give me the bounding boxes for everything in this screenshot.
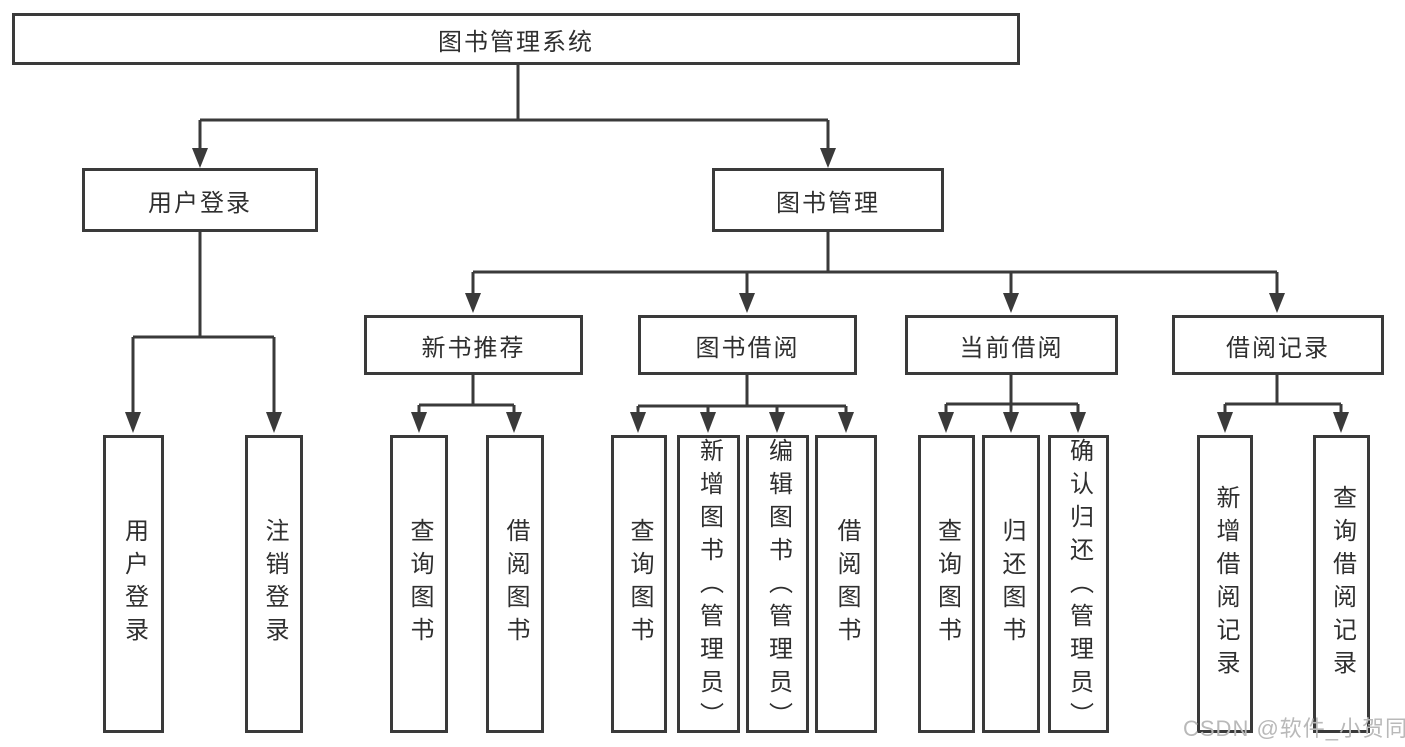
node-borrow-records: 借阅记录 [1172, 315, 1384, 375]
node-book-borrow: 图书借阅 [638, 315, 857, 375]
leaf-cb-confirm-return-admin: 确认归还（管理员） [1048, 435, 1109, 735]
connector-current-borrow-to-leaves [938, 375, 1086, 433]
leaf-bb-add-books-admin: 新增图书（管理员） [677, 435, 740, 735]
leaf-bb-borrow-books: 借阅图书 [815, 435, 877, 733]
leaf-bb-edit-books-admin: 编辑图书（管理员） [746, 435, 809, 735]
node-root-system: 图书管理系统 [12, 13, 1020, 65]
leaf-logout: 注销登录 [245, 435, 303, 733]
node-book-management: 图书管理 [712, 168, 944, 232]
leaf-br-query-record: 查询借阅记录 [1313, 435, 1370, 733]
leaf-nb-borrow-books: 借阅图书 [486, 435, 544, 733]
connector-borrow-record-to-leaves [1217, 375, 1349, 433]
connector-user-login-to-leaves [125, 232, 282, 433]
csdn-watermark: CSDN @软件_小贺同学 [1183, 716, 1405, 741]
connector-book-borrow-to-leaves [630, 375, 854, 433]
connector-book-mgmt-to-level3 [465, 232, 1285, 313]
node-current-borrow: 当前借阅 [905, 315, 1118, 375]
node-user-login: 用户登录 [82, 168, 318, 232]
connector-root-to-level2 [192, 64, 836, 168]
leaf-cb-query-books: 查询图书 [918, 435, 975, 733]
node-new-book-recommend: 新书推荐 [364, 315, 583, 375]
leaf-cb-return-books: 归还图书 [982, 435, 1040, 733]
leaf-nb-query-books: 查询图书 [390, 435, 448, 733]
leaf-bb-query-books: 查询图书 [611, 435, 667, 733]
connector-new-book-to-leaves [411, 375, 522, 433]
leaf-br-add-record: 新增借阅记录 [1197, 435, 1253, 733]
leaf-user-login: 用户登录 [103, 435, 164, 733]
